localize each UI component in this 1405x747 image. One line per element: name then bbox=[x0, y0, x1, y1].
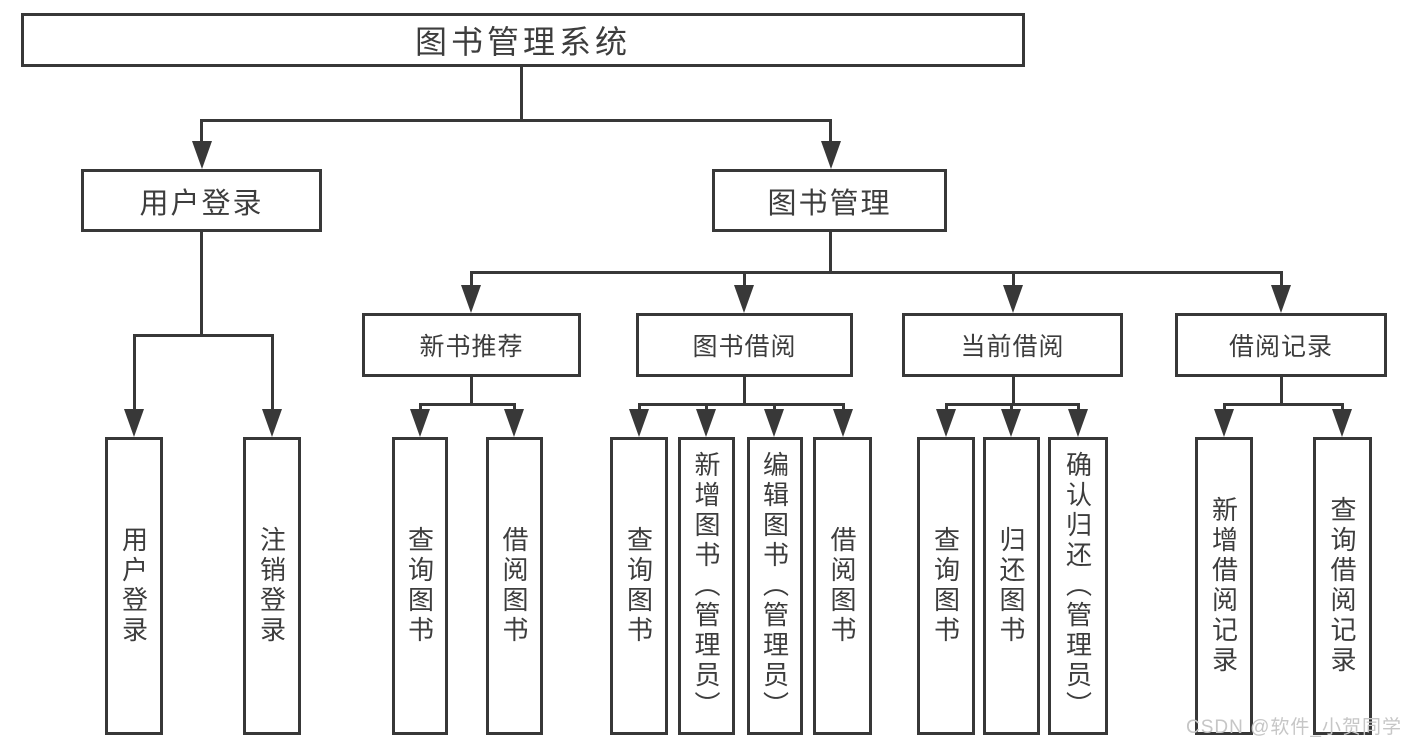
node-book-borrow: 图书借阅 bbox=[636, 313, 853, 377]
arrow-down-icon bbox=[1214, 409, 1234, 437]
arrow-down-icon bbox=[504, 409, 524, 437]
node-label: 借阅记录 bbox=[1228, 333, 1333, 361]
connector-login-stem bbox=[200, 232, 203, 336]
arrow-down-icon bbox=[936, 409, 956, 437]
node-label: 查询图书 bbox=[623, 526, 654, 646]
node-label: 用户登录 bbox=[118, 526, 149, 646]
connector-cur-drop-2 bbox=[1010, 403, 1013, 411]
node-label: 新书推荐 bbox=[419, 333, 524, 361]
node-label: 归还图书 bbox=[996, 526, 1026, 646]
arrow-down-icon bbox=[629, 409, 649, 437]
node-leaf-nb-borrow-books: 借阅图书 bbox=[486, 437, 543, 735]
node-book-management: 图书管理 bbox=[712, 169, 947, 232]
arrow-down-icon bbox=[1271, 285, 1291, 313]
node-leaf-bw-edit-books-admin: 编辑图书（管理员） bbox=[747, 437, 803, 735]
node-label: 查询图书 bbox=[930, 526, 961, 646]
node-library-management-system: 图书管理系统 bbox=[21, 13, 1025, 67]
connector-root-drop-right bbox=[829, 119, 832, 142]
connector-login-drop-left bbox=[133, 334, 136, 410]
node-leaf-cur-return-books: 归还图书 bbox=[983, 437, 1040, 735]
node-label: 借阅图书 bbox=[827, 526, 857, 646]
arrow-down-icon bbox=[821, 141, 841, 169]
arrow-down-icon bbox=[833, 409, 853, 437]
connector-root-bus bbox=[200, 119, 832, 122]
connector-bw-drop-1 bbox=[638, 403, 641, 411]
node-leaf-rec-query-record: 查询借阅记录 bbox=[1313, 437, 1372, 735]
connector-mgmt-drop-3 bbox=[1012, 271, 1015, 287]
node-leaf-rec-add-record: 新增借阅记录 bbox=[1195, 437, 1253, 735]
arrow-down-icon bbox=[410, 409, 430, 437]
arrow-down-icon bbox=[461, 285, 481, 313]
arrow-down-icon bbox=[696, 409, 716, 437]
node-leaf-bw-query-books: 查询图书 bbox=[610, 437, 668, 735]
node-leaf-cur-query-books: 查询图书 bbox=[917, 437, 975, 735]
arrow-down-icon bbox=[734, 285, 754, 313]
connector-login-drop-right bbox=[271, 334, 274, 410]
connector-nb-bus bbox=[419, 403, 516, 406]
connector-rec-drop-1 bbox=[1223, 403, 1226, 411]
connector-bw-drop-2 bbox=[705, 403, 708, 411]
connector-login-bus bbox=[133, 334, 274, 337]
arrow-down-icon bbox=[262, 409, 282, 437]
connector-rec-stem bbox=[1280, 377, 1283, 405]
node-label: 查询借阅记录 bbox=[1327, 496, 1357, 676]
connector-bw-stem bbox=[743, 377, 746, 405]
connector-root-stem bbox=[520, 67, 523, 120]
node-user-login: 用户登录 bbox=[81, 169, 322, 232]
arrow-down-icon bbox=[764, 409, 784, 437]
csdn-watermark: CSDN @软件_小贺同学 bbox=[1186, 717, 1402, 738]
connector-mgmt-drop-4 bbox=[1280, 271, 1283, 287]
connector-root-drop-left bbox=[200, 119, 203, 142]
connector-nb-drop-1 bbox=[419, 403, 422, 411]
arrow-down-icon bbox=[1068, 409, 1088, 437]
connector-rec-drop-2 bbox=[1341, 403, 1344, 411]
node-label: 注销登录 bbox=[256, 526, 287, 646]
connector-mgmt-drop-2 bbox=[743, 271, 746, 287]
node-leaf-cur-confirm-return-admin: 确认归还（管理员） bbox=[1048, 437, 1108, 735]
connector-bw-drop-4 bbox=[842, 403, 845, 411]
connector-cur-drop-3 bbox=[1077, 403, 1080, 411]
connector-nb-stem bbox=[470, 377, 473, 405]
node-label: 图书管理 bbox=[767, 187, 892, 220]
arrow-down-icon bbox=[1332, 409, 1352, 437]
connector-cur-stem bbox=[1012, 377, 1015, 405]
node-leaf-user-login: 用户登录 bbox=[105, 437, 163, 735]
node-label: 编辑图书（管理员） bbox=[759, 451, 790, 721]
node-leaf-bw-borrow-books: 借阅图书 bbox=[813, 437, 872, 735]
node-label: 借阅图书 bbox=[499, 526, 529, 646]
node-label: 新增图书（管理员） bbox=[691, 451, 721, 721]
arrow-down-icon bbox=[1003, 285, 1023, 313]
connector-mgmt-drop-1 bbox=[470, 271, 473, 287]
connector-mgmt-stem bbox=[829, 232, 832, 273]
connector-rec-bus bbox=[1223, 403, 1344, 406]
connector-bw-drop-3 bbox=[773, 403, 776, 411]
node-leaf-bw-add-books-admin: 新增图书（管理员） bbox=[678, 437, 735, 735]
node-leaf-nb-query-books: 查询图书 bbox=[392, 437, 448, 735]
connector-mgmt-bus bbox=[470, 271, 1283, 274]
node-label: 新增借阅记录 bbox=[1208, 496, 1239, 676]
node-label: 用户登录 bbox=[139, 187, 264, 220]
node-label: 图书借阅 bbox=[692, 333, 797, 361]
connector-cur-drop-1 bbox=[945, 403, 948, 411]
arrow-down-icon bbox=[124, 409, 144, 437]
node-current-borrow: 当前借阅 bbox=[902, 313, 1123, 377]
node-borrow-records: 借阅记录 bbox=[1175, 313, 1387, 377]
connector-bw-bus bbox=[638, 403, 845, 406]
node-label: 确认归还（管理员） bbox=[1062, 451, 1093, 721]
node-label: 图书管理系统 bbox=[414, 24, 631, 60]
node-label: 查询图书 bbox=[404, 526, 435, 646]
connector-nb-drop-2 bbox=[513, 403, 516, 411]
node-leaf-logout: 注销登录 bbox=[243, 437, 301, 735]
arrow-down-icon bbox=[1001, 409, 1021, 437]
node-label: 当前借阅 bbox=[960, 333, 1065, 361]
arrow-down-icon bbox=[192, 141, 212, 169]
node-new-book-recommend: 新书推荐 bbox=[362, 313, 581, 377]
